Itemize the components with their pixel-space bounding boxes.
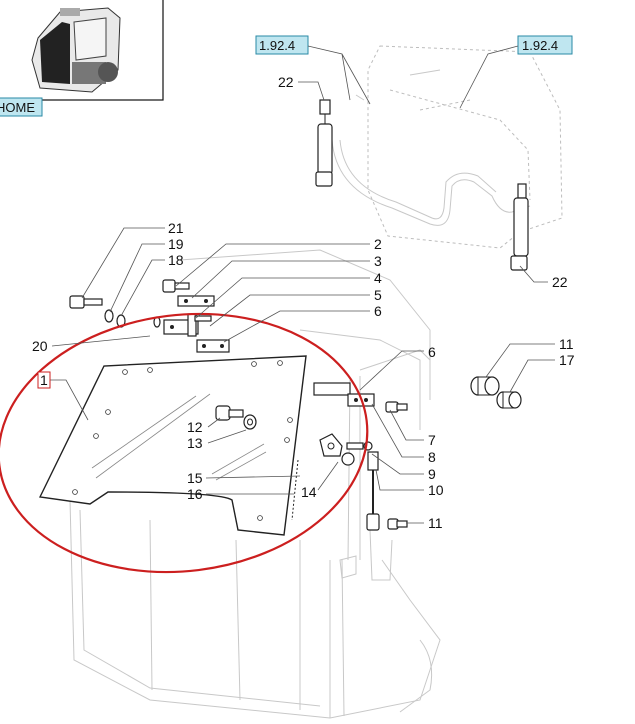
callout-19: 19 bbox=[168, 236, 184, 252]
callout-7: 7 bbox=[428, 432, 436, 448]
callout-5: 5 bbox=[374, 287, 382, 303]
tractor-cab-icon bbox=[31, 7, 121, 93]
callout-1: 1 bbox=[40, 372, 48, 388]
callout-22-lower: 22 bbox=[552, 274, 568, 290]
bolt-12 bbox=[215, 405, 244, 421]
callout-4: 4 bbox=[374, 270, 382, 286]
home-link[interactable]: HOME bbox=[0, 97, 43, 117]
hinge-right bbox=[313, 382, 375, 407]
door-strut bbox=[366, 451, 380, 531]
screw-2 bbox=[162, 279, 190, 293]
leader-lines bbox=[50, 81, 555, 524]
side-window-glass[interactable] bbox=[38, 355, 307, 536]
pin-7 bbox=[385, 401, 408, 413]
reference-box-right[interactable]: 1.92.4 bbox=[517, 35, 573, 55]
callout-17: 17 bbox=[559, 352, 575, 368]
callout-11-upper: 11 bbox=[559, 336, 574, 352]
callout-6-upper: 6 bbox=[374, 303, 382, 319]
home-label: HOME bbox=[0, 100, 35, 115]
callout-11-lower: 11 bbox=[428, 515, 443, 531]
highlight-ellipse bbox=[0, 312, 369, 574]
washer-13 bbox=[243, 414, 257, 430]
spacer-11 bbox=[470, 376, 500, 396]
callout-22-upper: 22 bbox=[278, 74, 294, 90]
hinge-lower bbox=[163, 313, 199, 337]
gas-strut-left bbox=[315, 99, 333, 187]
callout-13: 13 bbox=[187, 435, 203, 451]
hinge-upper bbox=[177, 295, 215, 307]
gas-strut-right bbox=[510, 183, 529, 271]
callout-15: 15 bbox=[187, 470, 203, 486]
callout-3: 3 bbox=[374, 253, 382, 269]
callout-2: 2 bbox=[374, 236, 382, 252]
cab-frame-outline bbox=[69, 249, 441, 719]
pin-6 bbox=[194, 315, 212, 322]
latch-bracket bbox=[319, 433, 343, 457]
reference-box-left[interactable]: 1.92.4 bbox=[255, 35, 309, 55]
callout-9: 9 bbox=[428, 466, 436, 482]
callout-20: 20 bbox=[32, 338, 48, 354]
thumbnail-panel[interactable] bbox=[0, 0, 164, 101]
bushing-17 bbox=[496, 391, 522, 409]
callout-1-box[interactable]: 1 bbox=[37, 371, 51, 389]
washer-19 bbox=[104, 309, 114, 323]
pin-9 bbox=[346, 441, 373, 451]
callout-6-right: 6 bbox=[428, 344, 436, 360]
callout-labels: 21 19 18 2 3 4 5 6 6 7 8 9 10 11 11 17 1… bbox=[32, 74, 575, 531]
reference-right-text: 1.92.4 bbox=[522, 38, 558, 53]
rear-window-assembly bbox=[331, 45, 563, 249]
bolt-21 bbox=[69, 295, 103, 309]
screw-11-lower bbox=[387, 518, 408, 530]
callout-8: 8 bbox=[428, 449, 436, 465]
callout-14: 14 bbox=[301, 484, 317, 500]
reference-left-text: 1.92.4 bbox=[259, 38, 295, 53]
callout-10: 10 bbox=[428, 482, 444, 498]
callout-18: 18 bbox=[168, 252, 184, 268]
bracket-plate bbox=[196, 339, 230, 353]
callout-21: 21 bbox=[168, 220, 184, 236]
screw-14 bbox=[341, 452, 355, 466]
callout-16: 16 bbox=[187, 486, 203, 502]
callout-12: 12 bbox=[187, 419, 203, 435]
